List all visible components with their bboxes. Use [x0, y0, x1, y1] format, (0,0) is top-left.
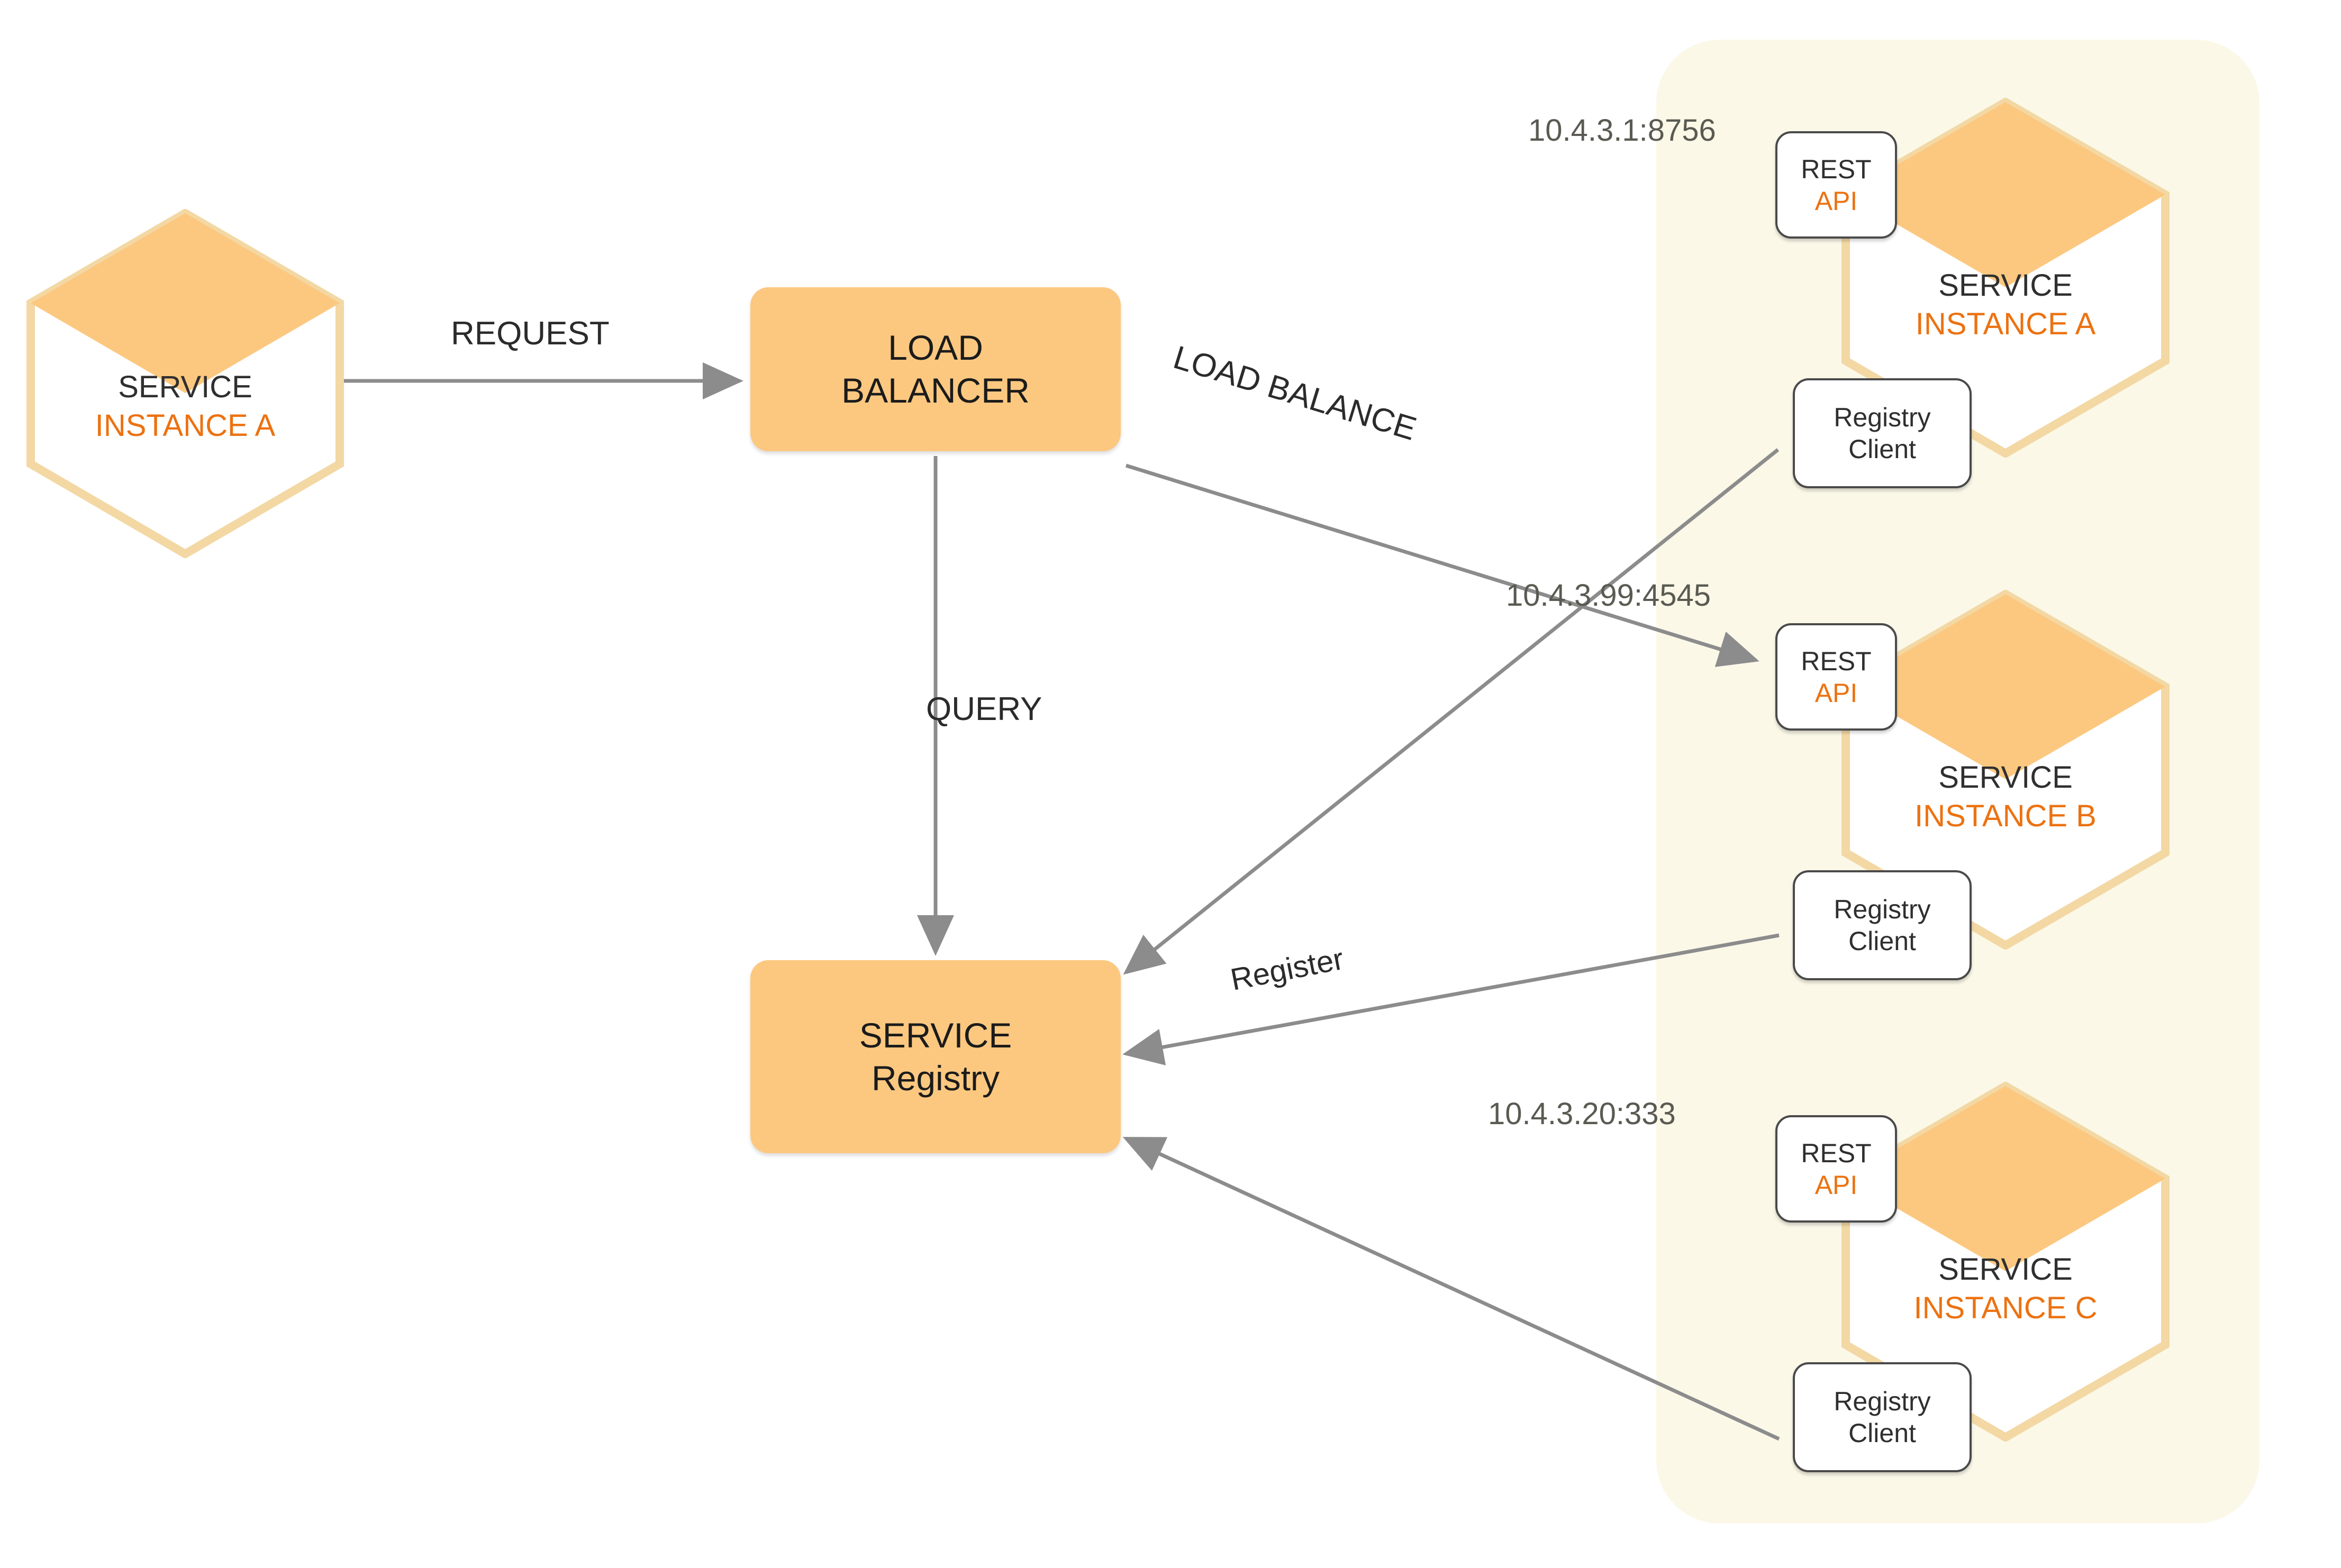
edge-label-request: REQUEST — [451, 315, 610, 352]
instance-a-registry-client-box[interactable]: Registry Client — [1793, 378, 1972, 488]
hex-caption-line2: INSTANCE C — [1913, 1291, 2098, 1326]
hex-caption-line2: INSTANCE B — [1914, 799, 2097, 834]
instance-b-rest-api-box[interactable]: REST API — [1775, 623, 1897, 731]
instance-b-ip-label: 10.4.3.99:4545 — [1506, 578, 1711, 613]
edge-label-query: QUERY — [926, 691, 1042, 727]
instance-a-ip-label: 10.4.3.1:8756 — [1528, 113, 1716, 148]
service-instance-b-node[interactable]: SERVICE INSTANCE B — [1841, 590, 2170, 950]
registry-client-line1: Registry — [1834, 1387, 1931, 1416]
registry-client-line1: Registry — [1834, 895, 1931, 924]
instance-c-registry-client-box[interactable]: Registry Client — [1793, 1362, 1972, 1472]
hex-caption: SERVICE INSTANCE A — [1841, 266, 2170, 343]
load-balancer-line2: BALANCER — [841, 371, 1030, 410]
rest-api-line1: REST — [1801, 1138, 1872, 1168]
hex-caption: SERVICE INSTANCE B — [1841, 758, 2170, 835]
client-service-instance-a[interactable]: SERVICE INSTANCE A — [26, 209, 344, 558]
instance-c-ip-label: 10.4.3.20:333 — [1488, 1097, 1676, 1131]
rest-api-line2: API — [1814, 1170, 1858, 1200]
hex-caption-line1: SERVICE — [1938, 1252, 2073, 1287]
hex-caption-line1: SERVICE — [118, 370, 252, 404]
edge-label-register: Register — [1228, 941, 1347, 997]
hex-caption-line2: INSTANCE A — [95, 408, 276, 443]
instance-b-registry-client-box[interactable]: Registry Client — [1793, 870, 1972, 980]
edge-label-load-balance: LOAD BALANCE — [1169, 339, 1421, 448]
service-registry-line2: Registry — [871, 1058, 1000, 1098]
hexagon-shape — [1841, 1082, 2170, 1442]
rest-api-line1: REST — [1801, 646, 1872, 676]
hexagon-shape — [26, 209, 344, 558]
hexagon-shape — [1841, 590, 2170, 950]
service-instance-a-node[interactable]: SERVICE INSTANCE A — [1841, 98, 2170, 458]
registry-client-line2: Client — [1848, 1418, 1916, 1448]
hex-caption: SERVICE INSTANCE C — [1841, 1250, 2170, 1327]
instance-c-rest-api-box[interactable]: REST API — [1775, 1115, 1897, 1223]
load-balancer-line1: LOAD — [888, 328, 983, 368]
hexagon-shape — [1841, 98, 2170, 458]
registry-client-line2: Client — [1848, 926, 1916, 956]
load-balancer-node[interactable]: LOAD BALANCER — [750, 287, 1121, 451]
rest-api-line2: API — [1814, 678, 1858, 708]
hex-caption-line1: SERVICE — [1938, 268, 2073, 303]
instance-a-rest-api-box[interactable]: REST API — [1775, 131, 1897, 239]
hex-caption-line1: SERVICE — [1938, 760, 2073, 795]
service-registry-node[interactable]: SERVICE Registry — [750, 960, 1121, 1153]
hex-caption-line2: INSTANCE A — [1915, 307, 2096, 342]
registry-client-line1: Registry — [1834, 403, 1931, 432]
service-registry-line1: SERVICE — [859, 1015, 1012, 1055]
rest-api-line1: REST — [1801, 154, 1872, 184]
hex-caption: SERVICE INSTANCE A — [26, 368, 344, 445]
rest-api-line2: API — [1814, 186, 1858, 216]
service-instance-c-node[interactable]: SERVICE INSTANCE C — [1841, 1082, 2170, 1442]
registry-client-line2: Client — [1848, 434, 1916, 464]
